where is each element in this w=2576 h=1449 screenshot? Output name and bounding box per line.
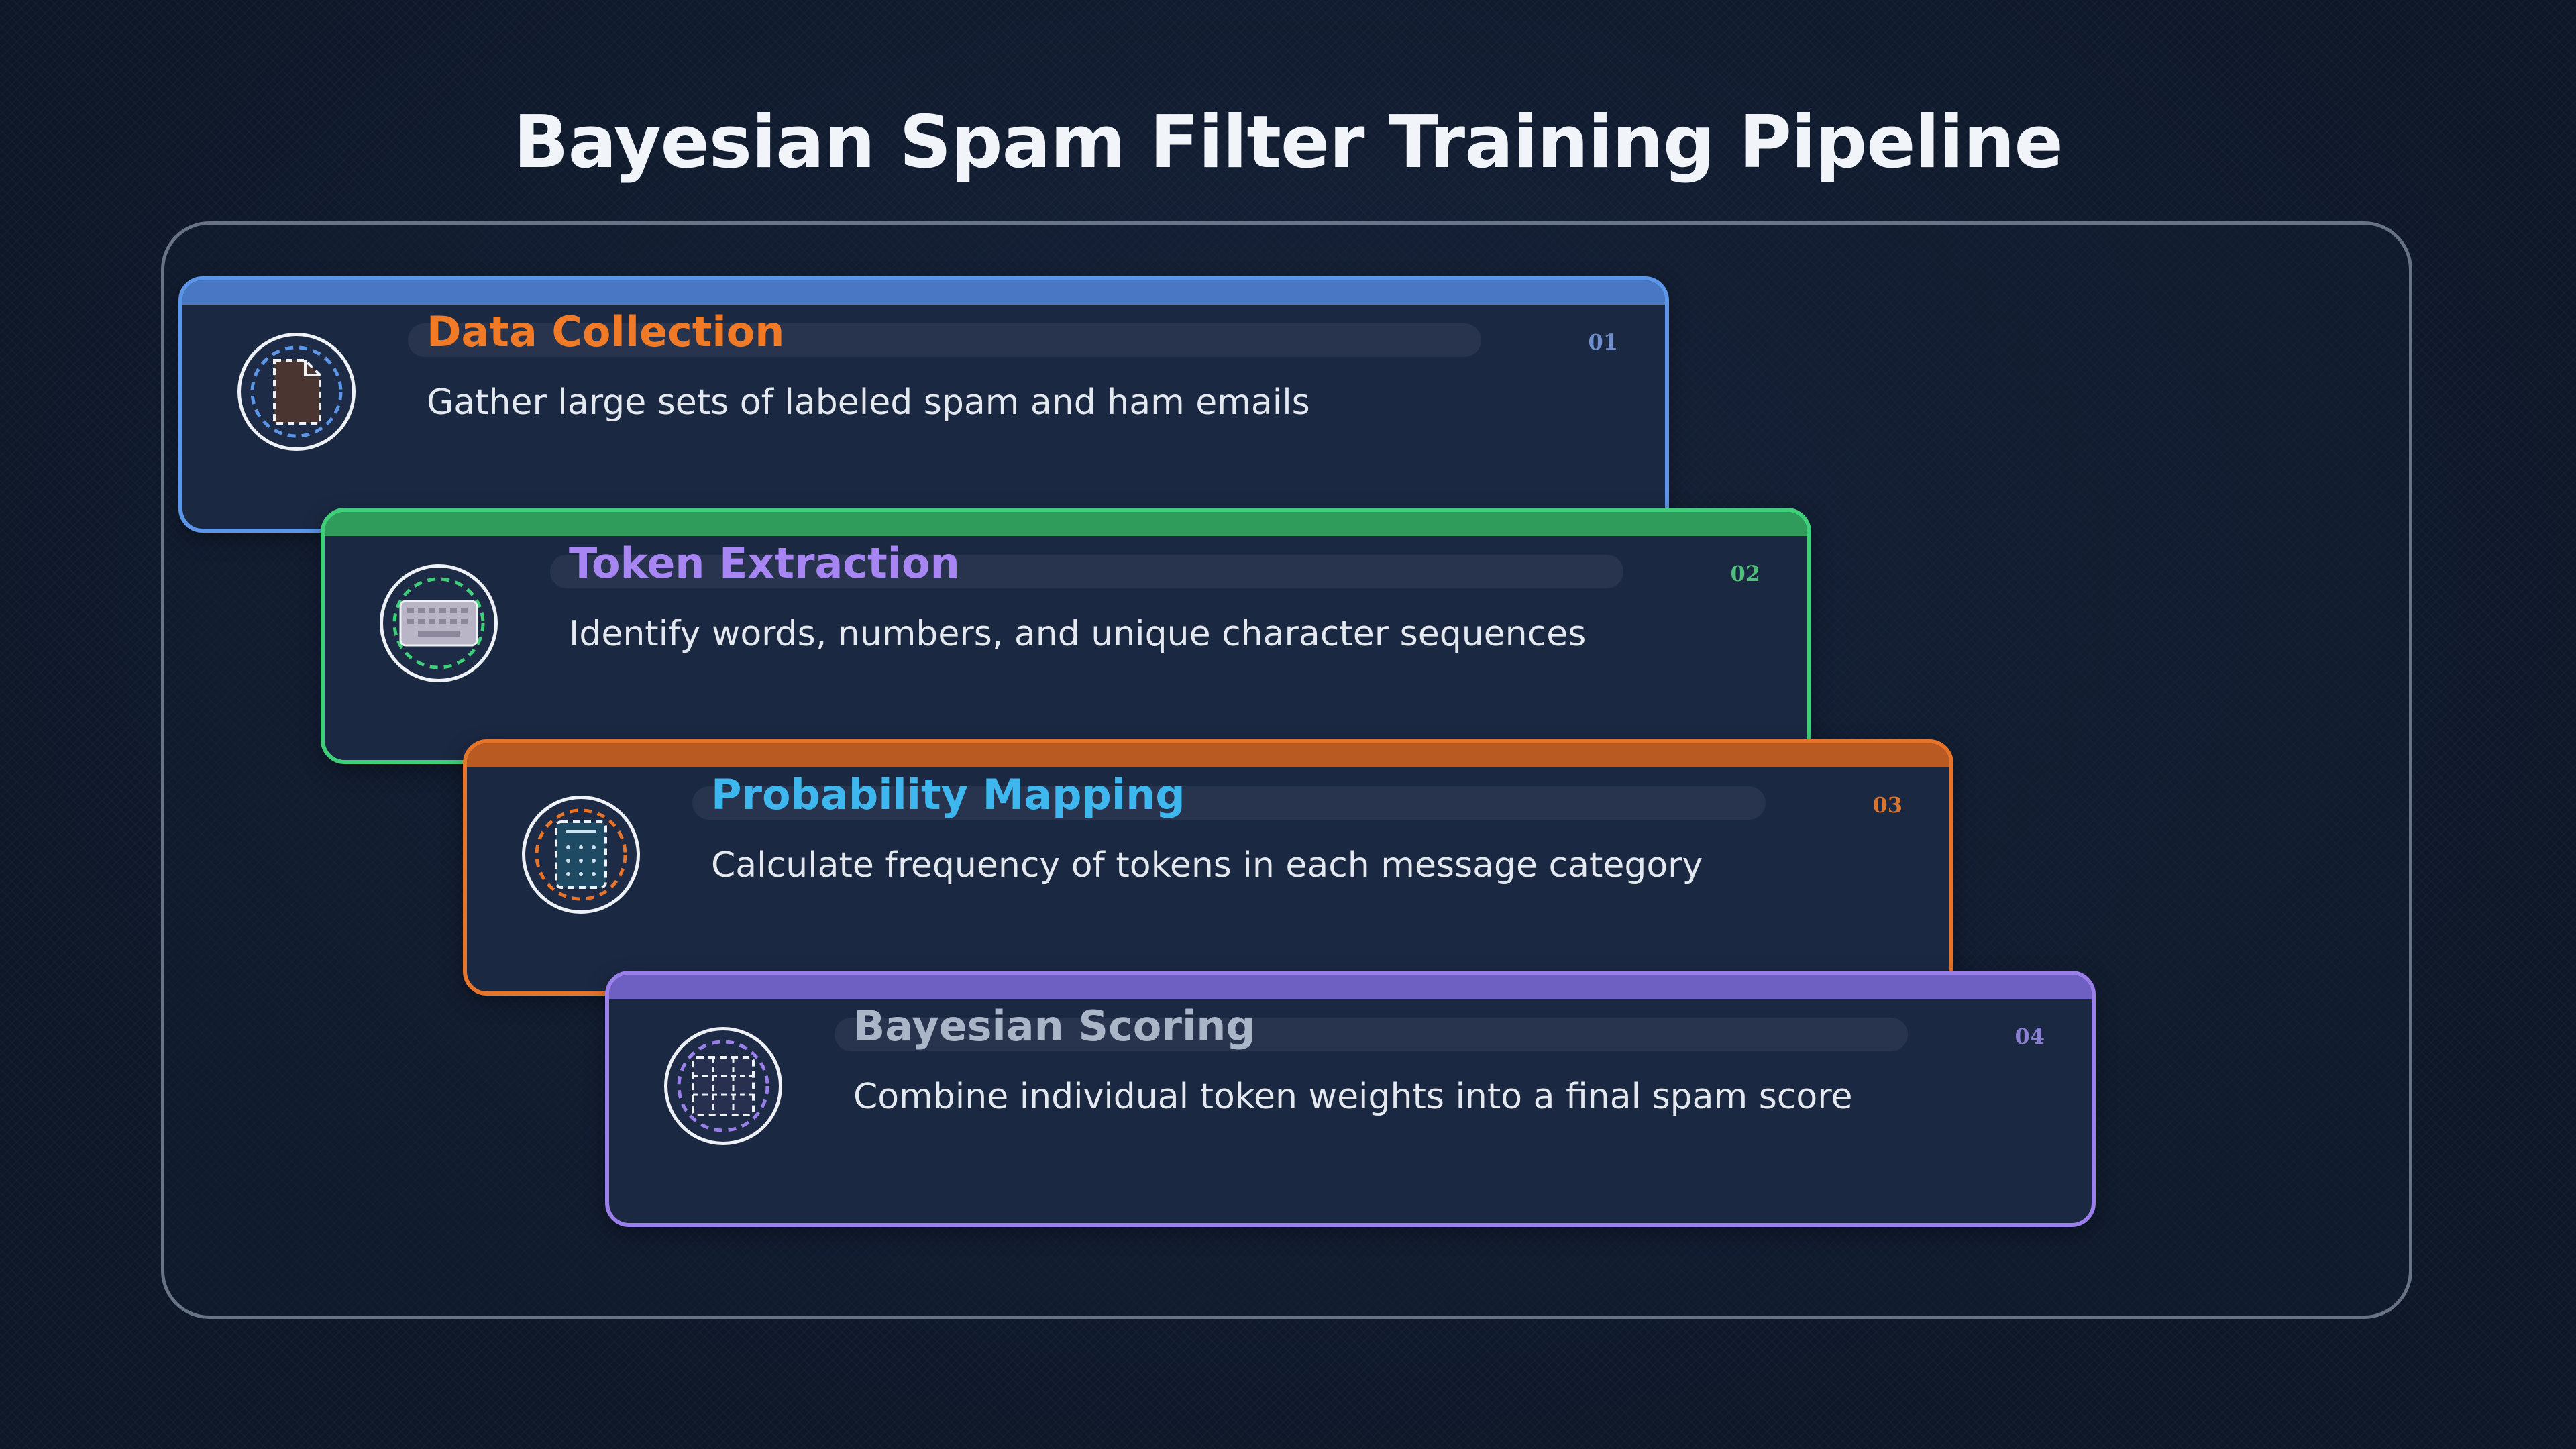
- step-card-data-collection: Data Collection Gather large sets of lab…: [178, 276, 1669, 533]
- card-top-bar: [182, 280, 1665, 305]
- icon-badge: [237, 333, 356, 451]
- icon-badge: [522, 796, 640, 914]
- icon-badge: [380, 564, 498, 682]
- title-track: [550, 555, 1623, 588]
- step-number: 03: [1872, 792, 1902, 818]
- step-description: Calculate frequency of tokens in each me…: [711, 845, 1703, 885]
- step-title: Bayesian Scoring: [853, 1002, 1256, 1051]
- step-description: Gather large sets of labeled spam and ha…: [427, 382, 1310, 423]
- title-track: [835, 1018, 1908, 1051]
- card-top-bar: [609, 975, 2092, 999]
- step-card-token-extraction: Token Extraction Identify words, numbers…: [321, 508, 1811, 764]
- icon-badge: [664, 1027, 782, 1145]
- step-card-probability-mapping: Probability Mapping Calculate frequency …: [463, 739, 1953, 996]
- title-track: [692, 786, 1766, 820]
- card-top-bar: [467, 743, 1949, 767]
- step-title: Token Extraction: [569, 539, 960, 588]
- step-title: Probability Mapping: [711, 770, 1185, 819]
- step-title: Data Collection: [427, 307, 785, 356]
- page-title: Bayesian Spam Filter Training Pipeline: [513, 101, 2063, 184]
- step-card-bayesian-scoring: Bayesian Scoring Combine individual toke…: [605, 971, 2096, 1227]
- step-description: Identify words, numbers, and unique char…: [569, 614, 1587, 654]
- step-number: 04: [2015, 1024, 2045, 1049]
- step-number: 01: [1588, 329, 1618, 355]
- table-grid-icon: [677, 1040, 769, 1132]
- title-track: [408, 323, 1481, 357]
- document-icon: [250, 345, 343, 438]
- card-top-bar: [325, 512, 1807, 536]
- step-number: 02: [1730, 561, 1760, 586]
- calculator-icon: [535, 808, 627, 901]
- keyboard-icon: [392, 577, 485, 669]
- step-description: Combine individual token weights into a …: [853, 1077, 1853, 1117]
